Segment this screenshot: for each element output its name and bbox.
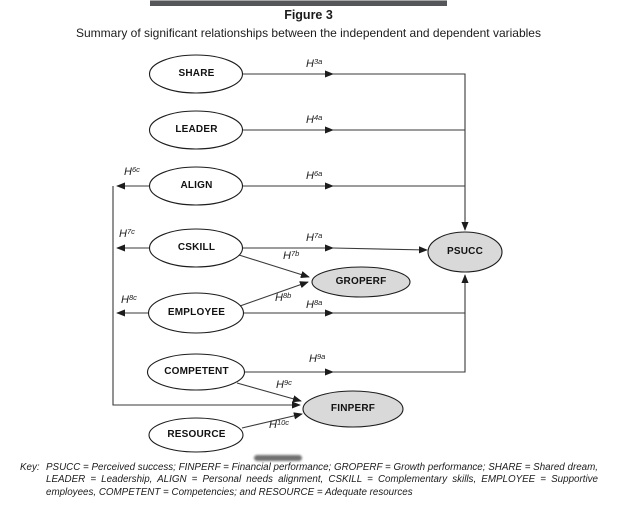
arrow-cskill-psucc-end [332, 246, 428, 254]
h6a-sup: 6a [313, 168, 323, 178]
line-left-collector-to-finperf [112, 186, 301, 409]
node-psucc-ellipse [427, 231, 503, 273]
h7a-sup: 7a [313, 230, 323, 240]
node-leader-ellipse [148, 110, 244, 150]
hypothesis-h7c: H7c [119, 226, 135, 241]
h9a-base: H [309, 353, 317, 365]
hypothesis-h8c: H8c [121, 292, 137, 307]
hypothesis-h10c: H10c [269, 417, 290, 432]
h7b-sup: 7b [290, 248, 300, 258]
arrow-cskill-groperf [238, 254, 310, 279]
node-resource-label: RESOURCE [167, 429, 226, 440]
h9c-sup: 9c [283, 377, 292, 387]
hypothesis-h3a: H3a [306, 56, 323, 71]
h6a-base: H [306, 170, 314, 182]
scan-artifact [254, 455, 302, 461]
figure-title: Figure 3 [284, 8, 333, 22]
h8c-sup: 8c [128, 292, 137, 302]
hypothesis-h6a: H6a [306, 168, 323, 183]
node-groperf-ellipse [311, 266, 411, 298]
key-text: PSUCC = Perceived success; FINPERF = Fin… [46, 462, 598, 498]
node-share-ellipse [148, 54, 244, 94]
node-employee-ellipse [147, 292, 245, 334]
hypothesis-h7a: H7a [306, 230, 323, 245]
line-competent-to-psucc-corner [333, 274, 469, 373]
h8b-sup: 8b [282, 290, 292, 300]
node-competent-label: COMPETENT [164, 366, 229, 377]
h3a-base: H [306, 58, 314, 70]
node-finperf-label: FINPERF [330, 403, 376, 414]
h7a-base: H [306, 232, 314, 244]
hypothesis-h9a: H9a [309, 351, 326, 366]
node-competent-ellipse [146, 353, 246, 391]
node-resource-ellipse [148, 417, 244, 453]
hypothesis-h8a: H8a [306, 297, 323, 312]
node-align-ellipse [148, 166, 244, 206]
arrow-resource-finperf [241, 412, 303, 429]
h8c-base: H [121, 294, 129, 306]
node-align-label: ALIGN [180, 180, 213, 191]
h7c-sup: 7c [126, 226, 135, 236]
h8b-base: H [275, 292, 283, 304]
h9c-base: H [276, 379, 284, 391]
node-share-label: SHARE [178, 68, 215, 79]
h10c-sup: 10c [276, 417, 290, 427]
h8a-sup: 8a [313, 297, 323, 307]
h6c-base: H [124, 166, 132, 178]
arrow-competent-finperf [236, 382, 302, 403]
hypothesis-h4a: H4a [306, 112, 323, 127]
hypothesis-h6c: H6c [124, 164, 140, 179]
h3a-sup: 3a [313, 56, 323, 66]
node-cskill-ellipse [148, 228, 244, 268]
h4a-sup: 4a [313, 112, 323, 122]
line-share-to-psucc-corner [333, 73, 469, 231]
node-groperf-label: GROPERF [335, 276, 387, 287]
node-psucc-label: PSUCC [446, 246, 483, 257]
h8a-base: H [306, 299, 314, 311]
h7b-base: H [283, 250, 291, 262]
node-employee-label: EMPLOYEE [167, 307, 226, 318]
h7c-base: H [119, 228, 127, 240]
h10c-base: H [269, 419, 277, 431]
h9a-sup: 9a [316, 351, 326, 361]
hypothesis-h8b: H8b [275, 290, 292, 305]
scan-edge-bar [150, 0, 447, 6]
arrow-employee-groperf [239, 281, 309, 307]
h6c-sup: 6c [131, 164, 140, 174]
key-label: Key: [20, 462, 40, 473]
node-cskill-label: CSKILL [177, 242, 216, 253]
hypothesis-h9c: H9c [276, 377, 292, 392]
node-finperf-ellipse [302, 390, 404, 428]
figure-subtitle: Summary of significant relationships bet… [76, 26, 541, 40]
figure-key: Key: PSUCC = Perceived success; FINPERF … [20, 462, 600, 499]
node-leader-label: LEADER [175, 124, 218, 135]
hypothesis-h7b: H7b [283, 248, 300, 263]
h4a-base: H [306, 114, 314, 126]
